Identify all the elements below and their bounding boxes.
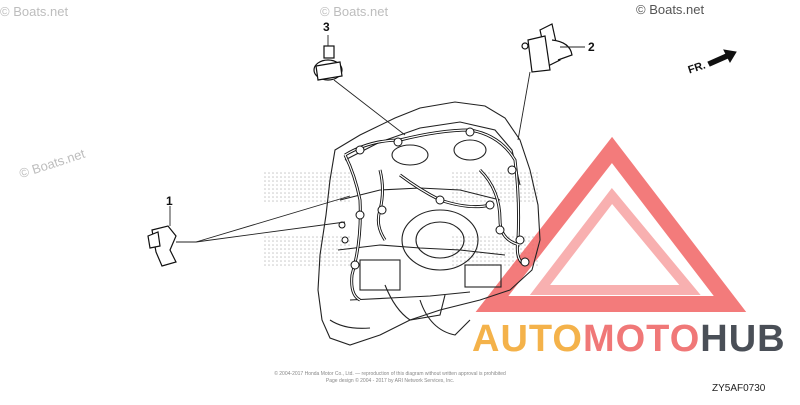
- front-direction-arrow: [707, 49, 737, 67]
- harness-connectors: [338, 127, 530, 270]
- callout-3: 3: [323, 20, 330, 34]
- part-1-clip: [147, 225, 177, 267]
- brand-word-hub: HUB: [700, 318, 786, 360]
- leader-2-down: [517, 71, 531, 141]
- part-3-clamp: [313, 45, 343, 81]
- watermark-top-mid: © Boats.net: [320, 4, 389, 19]
- callout-1: 1: [166, 194, 173, 208]
- copyright-line-1: © 2004-2017 Honda Motor Co., Ltd. — repr…: [274, 371, 506, 377]
- dotted-watermark: [262, 170, 540, 268]
- part-2-clamp: [521, 23, 573, 73]
- brand-watermark: AUTOMOTOHUB: [472, 318, 786, 361]
- copyright-notice: © 2004-2017 Honda Motor Co., Ltd. — repr…: [200, 371, 580, 385]
- copyright-line-2: Page design © 2004 - 2017 by ARI Network…: [325, 378, 455, 384]
- watermark-top: © Boats.net: [0, 4, 69, 19]
- wire-harness-inner: [344, 129, 526, 301]
- leader-1a: [195, 221, 346, 243]
- watermark-top-right: © Boats.net: [636, 2, 705, 17]
- leader-3: [333, 79, 406, 136]
- leader-1b: [195, 195, 351, 243]
- wire-harness: [343, 128, 526, 302]
- brand-word-moto: MOTO: [582, 318, 701, 360]
- callout-2: 2: [588, 40, 595, 54]
- figure-code: ZY5AF0730: [712, 383, 766, 394]
- brand-word-auto: AUTO: [472, 318, 583, 360]
- triangle-logo: [475, 136, 747, 312]
